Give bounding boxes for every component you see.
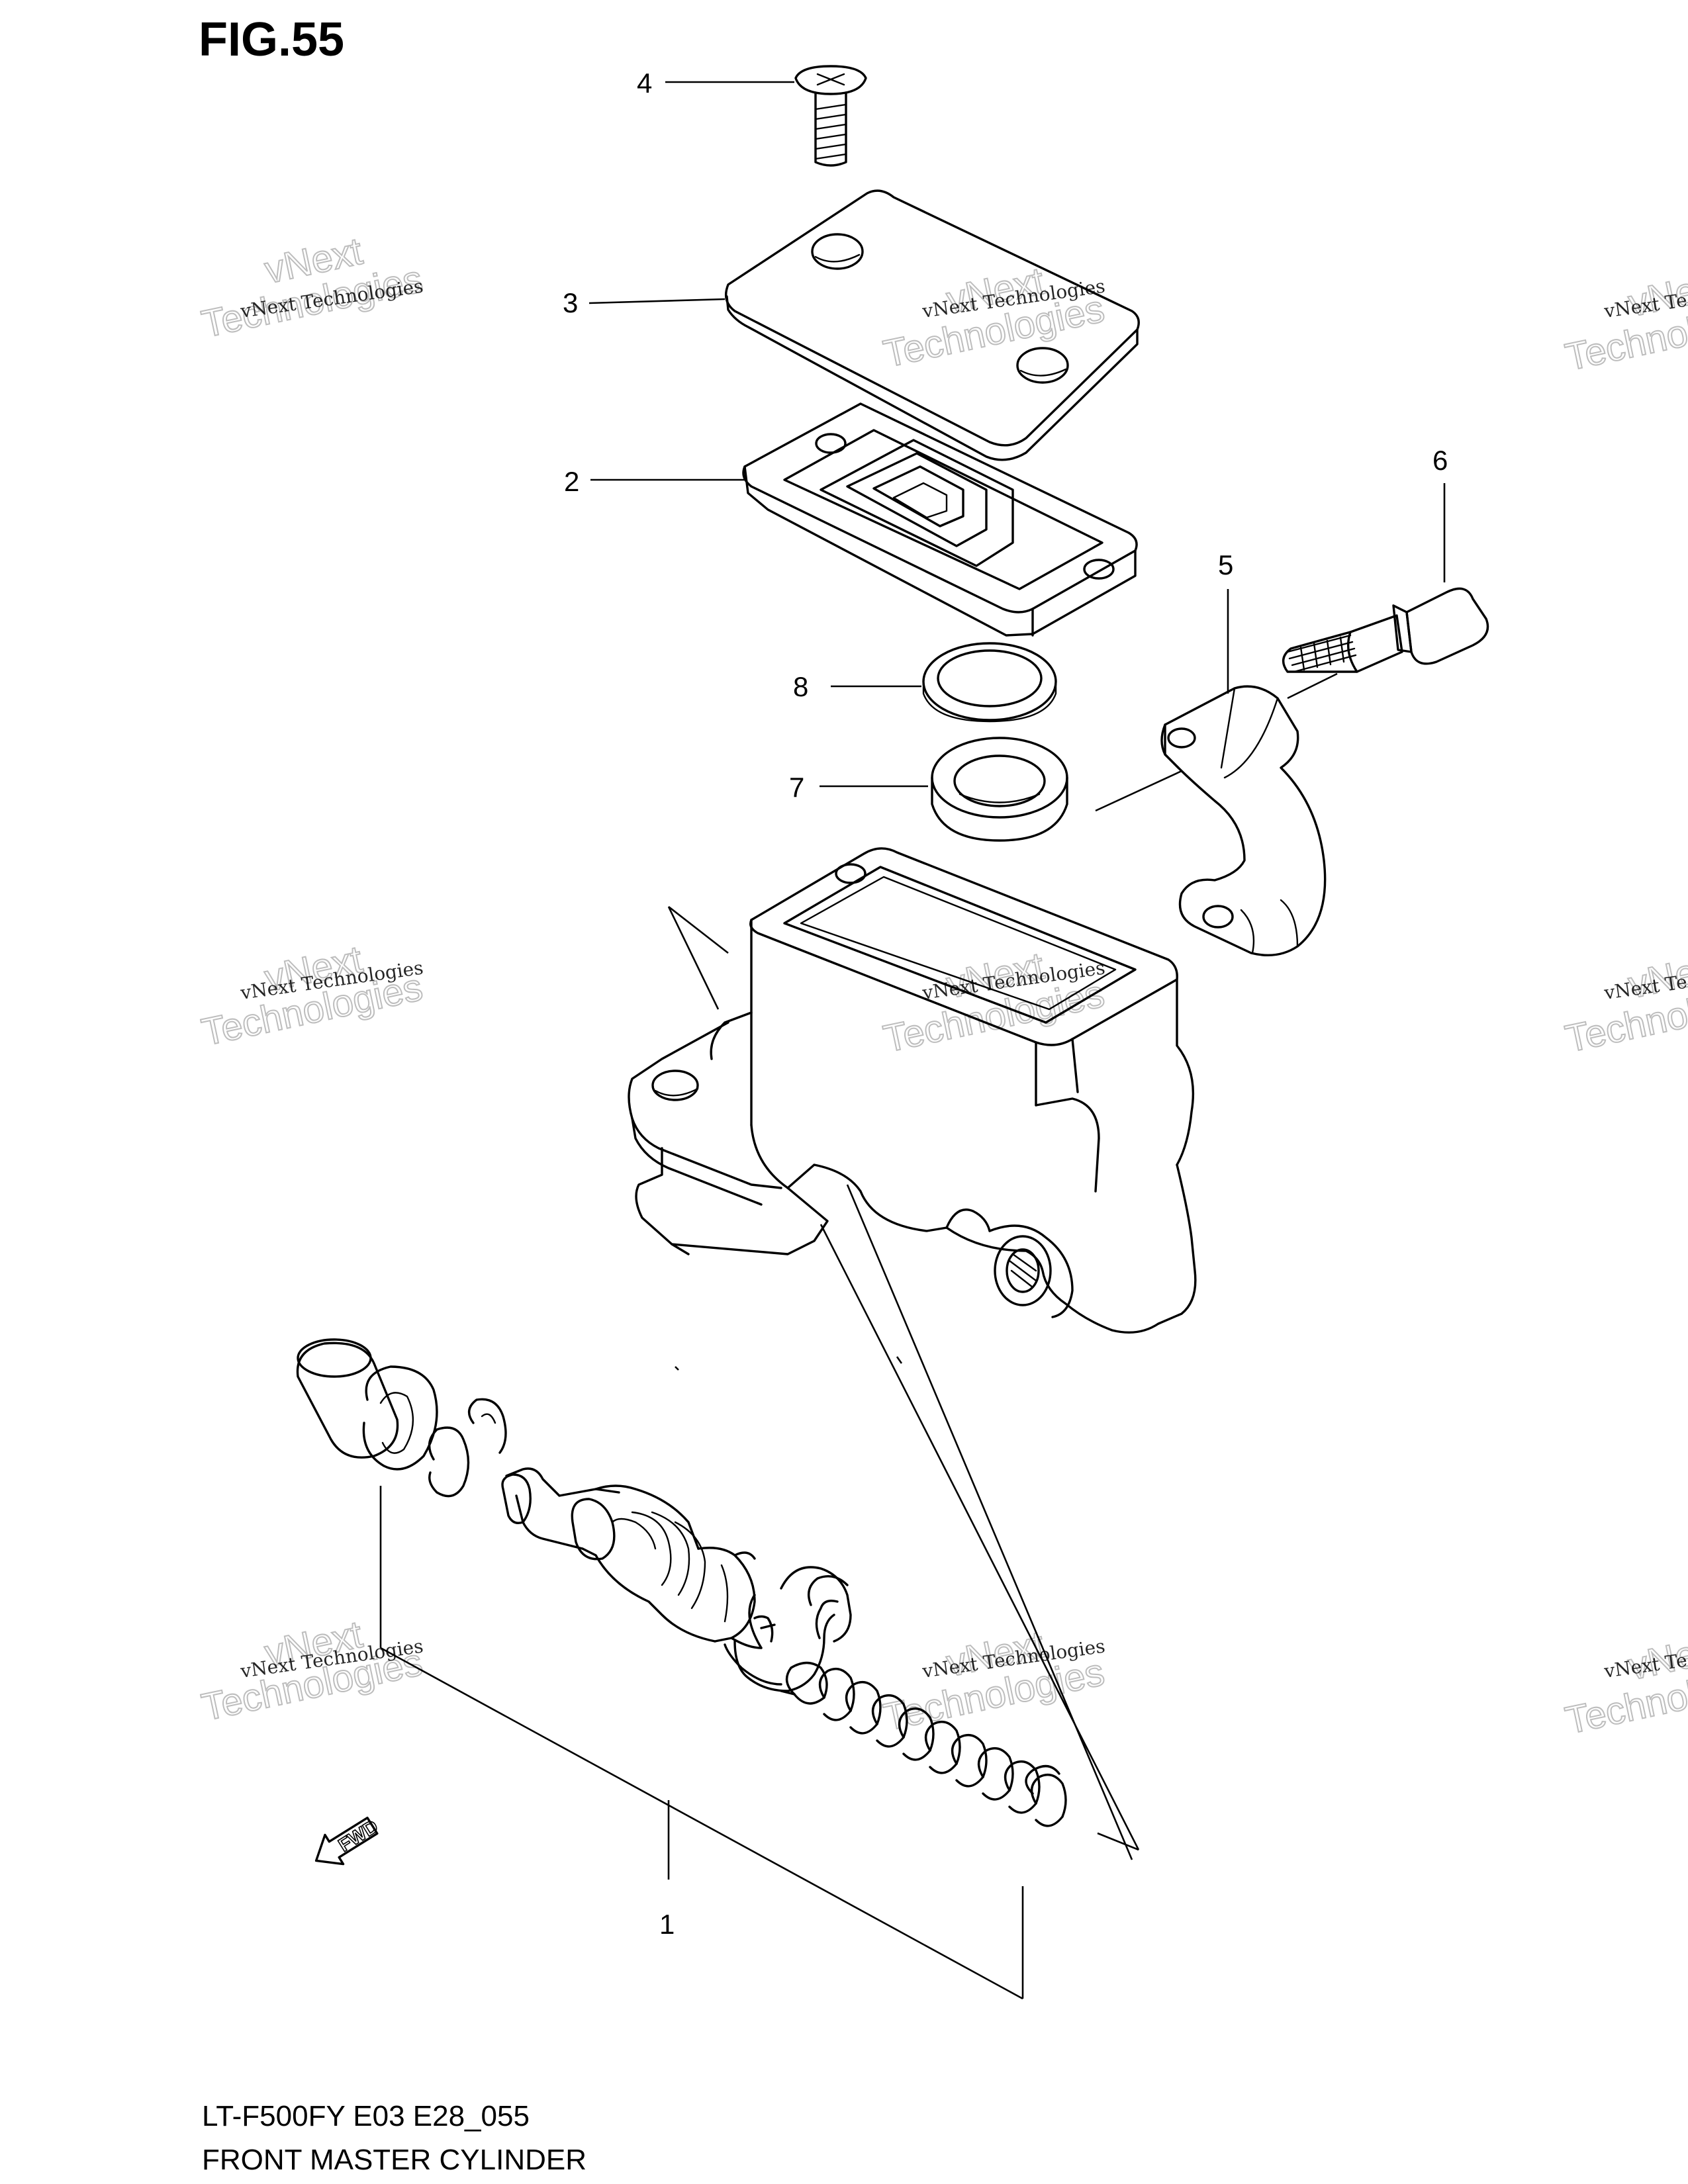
group-bracket bbox=[379, 905, 1140, 2000]
callout-3[interactable]: 3 bbox=[563, 287, 578, 318]
diagram-title: FRONT MASTER CYLINDER bbox=[202, 2144, 586, 2176]
callout-8[interactable]: 8 bbox=[793, 671, 808, 702]
part-handlebar-clamp[interactable] bbox=[1160, 685, 1327, 957]
callout-1[interactable]: 1 bbox=[659, 1909, 675, 1940]
fwd-label: FWD bbox=[335, 1816, 382, 1856]
part-master-cylinder-body[interactable] bbox=[628, 847, 1197, 1334]
part-piston-kit[interactable] bbox=[296, 1338, 1067, 1827]
figure-title: FIG.55 bbox=[199, 13, 344, 66]
callout-4[interactable]: 4 bbox=[637, 68, 652, 99]
part-diaphragm-plate[interactable] bbox=[742, 402, 1138, 637]
callout-7[interactable]: 7 bbox=[789, 772, 804, 803]
model-code: LT-F500FY E03 E28_055 bbox=[202, 2100, 530, 2132]
leader-lines bbox=[588, 81, 1446, 1880]
callout-5[interactable]: 5 bbox=[1218, 549, 1233, 580]
part-reservoir-cap[interactable] bbox=[725, 189, 1140, 461]
part-screw[interactable] bbox=[794, 65, 867, 167]
watermark-layer: Technologies vNext vNext Technologies Te… bbox=[197, 229, 1688, 1743]
callout-labels: 4 3 2 6 5 8 7 1 bbox=[563, 68, 1448, 1940]
part-o-ring[interactable] bbox=[922, 642, 1057, 723]
part-boot[interactable] bbox=[931, 737, 1068, 842]
callout-6[interactable]: 6 bbox=[1432, 445, 1448, 476]
fwd-arrow-icon: FWD bbox=[314, 1815, 382, 1866]
part-bolt[interactable] bbox=[1282, 587, 1489, 673]
callout-2[interactable]: 2 bbox=[564, 466, 579, 497]
